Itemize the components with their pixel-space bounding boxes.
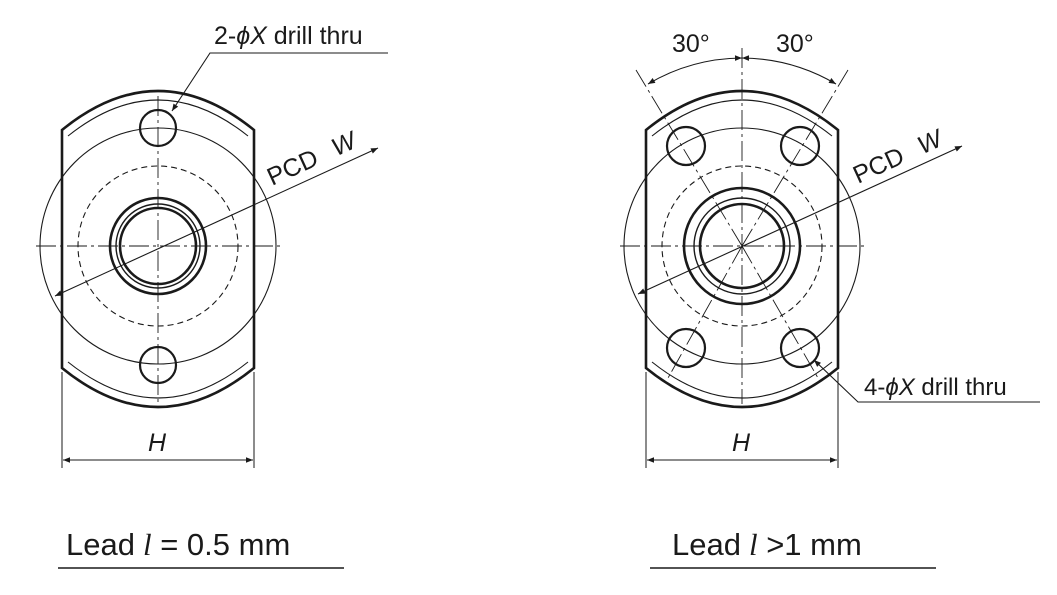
right-flange-view	[620, 48, 1040, 569]
right-drill-label: 4-ϕX drill thru	[864, 374, 1007, 401]
left-flange-outline	[60, 89, 256, 409]
right-angle-label-left: 30°	[672, 30, 710, 58]
right-bolt-hole-top-left	[665, 125, 707, 167]
right-bolt-hole-bottom-right	[779, 327, 821, 369]
left-flange-view	[36, 52, 388, 569]
left-h-label: H	[148, 429, 167, 457]
left-drill-leader	[171, 52, 388, 112]
right-h-label: H	[732, 429, 751, 457]
right-drill-leader	[813, 359, 1040, 403]
right-bolt-hole-bottom-left	[665, 327, 707, 369]
right-bolt-hole-top-right	[779, 125, 821, 167]
right-angle-arc-left	[647, 55, 743, 85]
left-pcd-leader	[54, 147, 379, 297]
right-flange-outline	[644, 89, 840, 409]
right-pcd-leader	[637, 145, 963, 295]
left-drill-label: 2-ϕX drill thru	[214, 22, 363, 50]
right-angle-label-right: 30°	[776, 30, 814, 58]
right-angle-arc-right	[741, 55, 837, 85]
